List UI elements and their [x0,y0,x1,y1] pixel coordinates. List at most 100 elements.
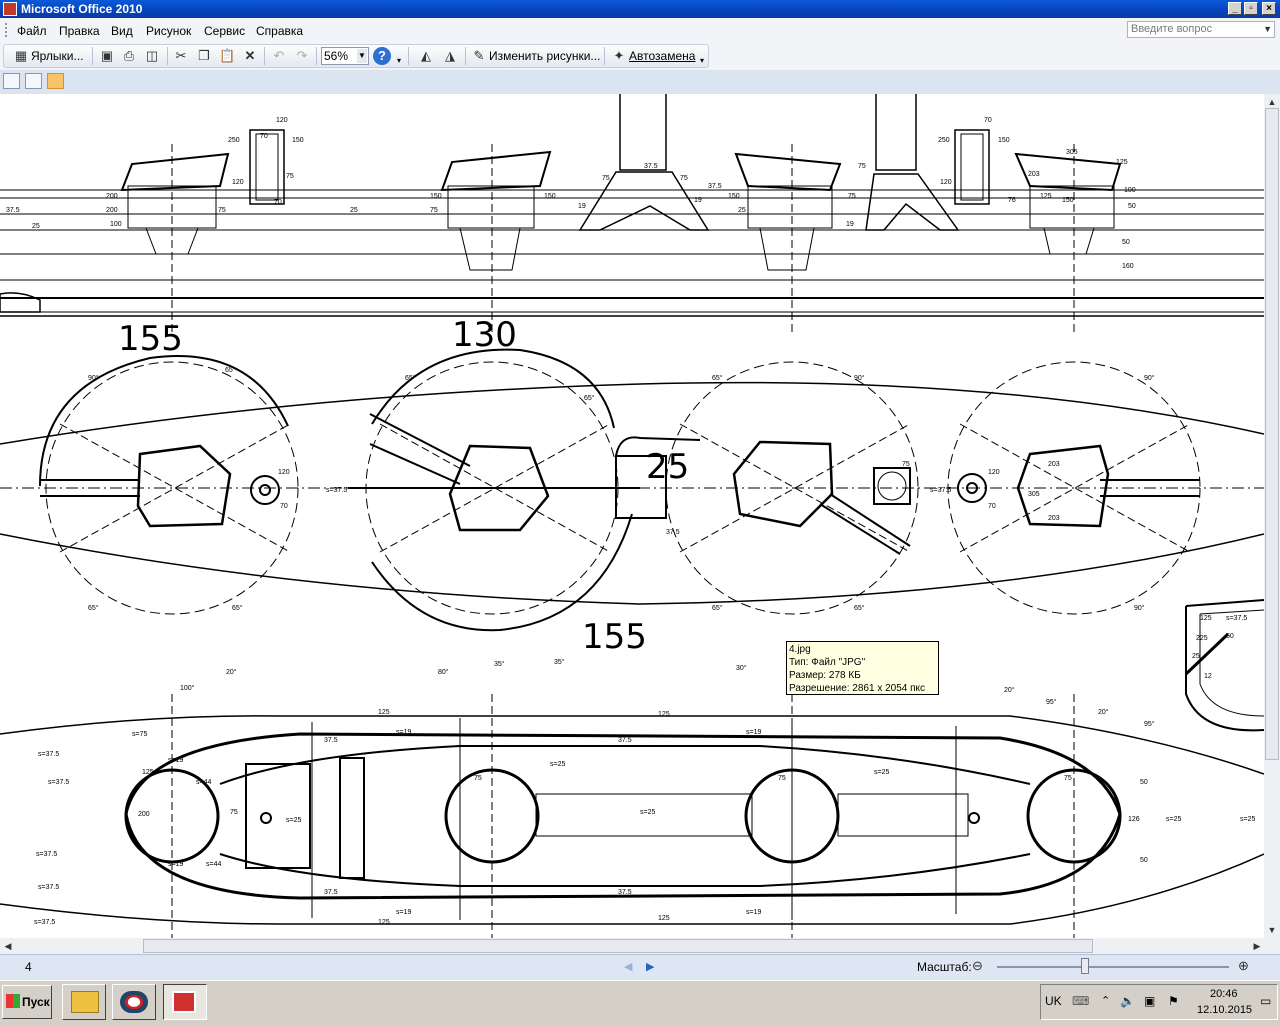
menu-help[interactable]: Справка [256,24,304,38]
network-icon[interactable]: ▣ [1144,994,1156,1008]
print-icon[interactable]: ⎙ [123,48,135,63]
inset-detail [1184,599,1264,732]
rotate-right-icon[interactable]: ◮ [445,48,455,63]
shortcuts-button[interactable]: Ярлыки... [31,49,84,63]
minimize-button[interactable]: _ [1228,2,1242,15]
dimension-label: 125 [378,709,390,716]
dimension-label: 120 [276,117,288,124]
toolbar-separator [92,47,93,65]
thumbnail-view-icon[interactable] [3,73,20,89]
clock-date[interactable]: 12.10.2015 [1197,1004,1253,1016]
toolbar-options-icon[interactable]: ▾ [397,56,402,65]
next-picture-icon[interactable]: ▶ [646,961,655,973]
chevron-down-icon[interactable]: ▼ [1263,24,1272,34]
language-indicator[interactable]: UK [1045,994,1062,1008]
menu-file[interactable]: Файл [17,24,47,38]
volume-icon[interactable]: 🔈 [1120,994,1135,1008]
taskbar-picture-manager[interactable] [163,984,207,1020]
dimension-label: 305 [1066,149,1078,156]
keyboard-icon[interactable]: ⌨ [1072,994,1090,1008]
help-search-input[interactable]: Введите вопрос▼ [1127,21,1275,38]
toolbar-separator [465,47,466,65]
dimension-label: 150 [728,193,740,200]
taskbar-app[interactable] [112,984,156,1020]
dimension-label: 65° [712,604,723,612]
menu-view[interactable]: Вид [111,24,133,38]
dimension-label: s=75 [132,731,147,738]
autofix-icon[interactable]: ✦ [613,48,625,63]
taskbar-explorer[interactable] [62,984,106,1020]
flag-icon[interactable]: ⚑ [1168,994,1179,1008]
dimension-label: s=44 [196,779,211,786]
dimension-label: 75 [474,775,482,782]
delete-icon[interactable]: ✕ [244,48,256,63]
dimension-label: 75 [286,173,294,180]
show-hidden-icons-icon[interactable]: ⌃ [1101,995,1111,1007]
menu-tools[interactable]: Сервис [204,24,246,38]
scroll-left-icon[interactable]: ◀ [4,941,12,951]
edit-pictures-button[interactable]: Изменить рисунки... [489,49,601,63]
zoom-slider[interactable] [997,966,1229,968]
show-desktop-icon[interactable]: ▭ [1260,994,1272,1008]
vertical-scroll-thumb[interactable] [1265,108,1279,760]
zoom-slider-thumb[interactable] [1081,958,1090,974]
edit-pictures-icon[interactable]: ✎ [473,48,485,63]
help-icon[interactable]: ? [373,47,391,65]
autofix-button[interactable]: Автозамена [629,49,696,63]
shortcuts-icon[interactable]: ▦ [14,48,28,63]
start-button[interactable]: Пуск [2,985,52,1019]
window-title: Microsoft Office 2010 [21,2,143,16]
single-picture-view-icon[interactable] [47,73,64,89]
cut-icon[interactable]: ✂ [175,48,187,63]
menu-edit[interactable]: Правка [59,24,100,38]
dimension-label: 25 [350,207,358,214]
chevron-down-icon[interactable]: ▼ [357,49,367,63]
copy-icon[interactable]: ❐ [198,48,210,63]
print-preview-icon[interactable]: ◫ [145,48,159,63]
previous-picture-icon[interactable]: ◀ [624,961,633,973]
dimension-label: 225 [1196,635,1208,642]
folder-icon [71,991,99,1013]
taskbar [0,980,1280,1025]
zoom-out-icon[interactable]: ⊖ [972,958,983,973]
dimension-label: s=25 [1240,816,1255,823]
maximize-button[interactable]: ▫ [1244,2,1258,15]
tooltip-type: Тип: Файл "JPG" [789,657,866,668]
close-button[interactable]: × [1262,2,1276,15]
tooltip-size: Размер: 278 КБ [789,670,861,681]
dimension-label: 19 [694,197,702,204]
undo-icon[interactable]: ↶ [273,48,285,63]
scroll-right-icon[interactable]: ▶ [1253,941,1261,951]
menubar-grip[interactable] [5,23,10,37]
zoom-in-icon[interactable]: ⊕ [1238,958,1249,973]
filmstrip-view-icon[interactable] [25,73,42,89]
windows-logo-icon [6,994,20,1008]
handwritten-label: 155 [582,617,647,657]
handwritten-label: 155 [118,319,183,359]
rotate-left-icon[interactable]: ◭ [421,48,431,63]
zoom-select[interactable]: 56%▼ [321,47,369,65]
save-icon[interactable]: ▣ [100,48,114,63]
paste-icon[interactable]: 📋 [219,48,236,63]
dimension-label: 37.5 [644,163,658,170]
dimension-label: 125 [1040,193,1052,200]
dimension-label: 35° [494,660,505,668]
scroll-down-icon[interactable]: ▼ [1267,925,1277,935]
dimension-label: s=19 [168,757,183,764]
file-info-tooltip: 4.jpg Тип: Файл "JPG" Размер: 278 КБ Раз… [786,641,939,695]
dimension-label: 75 [778,775,786,782]
dimension-label: 35° [554,658,565,666]
menu-picture[interactable]: Рисунок [146,24,192,38]
horizontal-scroll-thumb[interactable] [143,939,1093,953]
dimension-label: 70 [260,133,268,140]
toolbar-options-icon[interactable]: ▾ [700,56,705,65]
scroll-up-icon[interactable]: ▲ [1267,97,1277,107]
dimension-label: 125 [142,769,154,776]
app-icon[interactable] [3,2,17,16]
redo-icon[interactable]: ↷ [296,48,308,63]
dimension-label: 50 [1128,203,1136,210]
picture-manager-icon [172,991,196,1013]
clock-time[interactable]: 20:46 [1210,988,1238,1000]
